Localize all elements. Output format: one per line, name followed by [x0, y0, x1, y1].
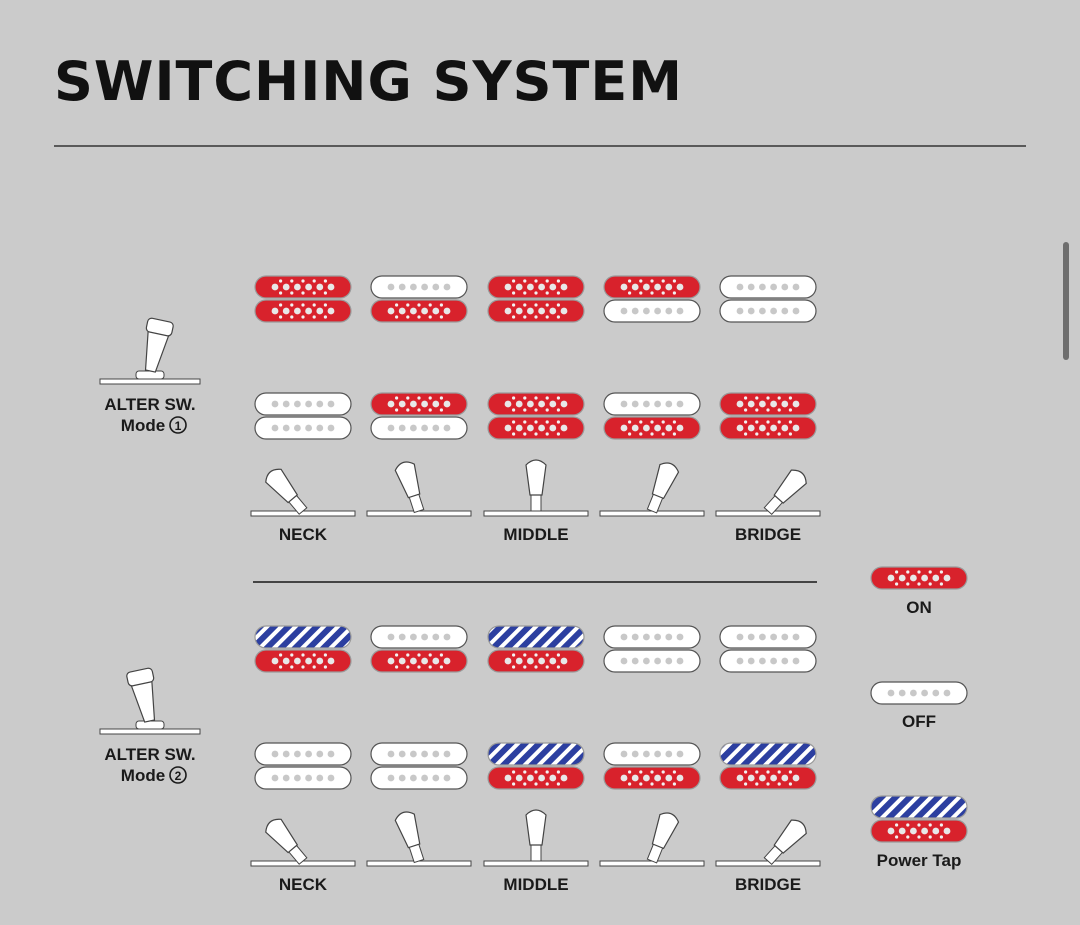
selector-switch-2-1 — [250, 818, 356, 867]
bridge-pickup-2-1 — [254, 742, 352, 790]
neck-pickup-2-3 — [487, 625, 585, 673]
neck-pickup-2-4 — [603, 625, 701, 673]
legend-tap-swatch — [870, 795, 968, 843]
alter-switch-icon-1 — [99, 317, 201, 385]
scrollbar[interactable] — [1063, 242, 1069, 360]
alter-switch-icon-2 — [99, 667, 201, 735]
page-title: SWITCHING SYSTEM — [54, 50, 683, 113]
position-label-2-5: BRIDGE — [735, 875, 801, 894]
bridge-pickup-2-5 — [719, 742, 817, 790]
title-divider — [54, 145, 1026, 147]
position-label-1-5: BRIDGE — [735, 525, 801, 544]
mode-label-2: Mode — [121, 766, 165, 785]
selector-switch-2-3 — [483, 809, 589, 867]
neck-pickup-2-2 — [370, 625, 468, 673]
section-divider — [253, 581, 817, 583]
mode-label-1: Mode — [121, 416, 165, 435]
position-label-2-1: NECK — [279, 875, 328, 894]
position-label-1-1: NECK — [279, 525, 328, 544]
bridge-pickup-1-3 — [487, 392, 585, 440]
selector-switch-2-4 — [599, 812, 705, 867]
selector-switch-1-1 — [250, 468, 356, 517]
legend-off-swatch — [870, 681, 968, 705]
selector-switch-1-4 — [599, 462, 705, 517]
mode-number-badge-2: 2 — [169, 766, 187, 784]
position-label-1-3: MIDDLE — [503, 525, 568, 544]
bridge-pickup-2-3 — [487, 742, 585, 790]
selector-switch-1-3 — [483, 459, 589, 517]
alter-switch-label-1: ALTER SW. — [104, 395, 195, 414]
neck-pickup-1-5 — [719, 275, 817, 323]
legend — [870, 566, 968, 843]
bridge-pickup-1-4 — [603, 392, 701, 440]
bridge-pickup-1-2 — [370, 392, 468, 440]
legend-on-swatch — [870, 566, 968, 590]
bridge-pickup-1-5 — [719, 392, 817, 440]
neck-pickup-1-3 — [487, 275, 585, 323]
neck-pickup-1-4 — [603, 275, 701, 323]
alter-switch-label-2: ALTER SW. — [104, 745, 195, 764]
neck-pickup-1-2 — [370, 275, 468, 323]
selector-switch-2-2 — [366, 811, 472, 867]
svg-text:1: 1 — [175, 419, 182, 433]
neck-pickup-1-1 — [254, 275, 352, 323]
bridge-pickup-1-1 — [254, 392, 352, 440]
position-label-2-3: MIDDLE — [503, 875, 568, 894]
legend-on-label: ON — [906, 598, 932, 617]
legend-off-label: OFF — [902, 712, 936, 731]
mode-number-badge-1: 1 — [169, 416, 187, 434]
svg-text:2: 2 — [175, 769, 182, 783]
bridge-pickup-2-4 — [603, 742, 701, 790]
neck-pickup-2-5 — [719, 625, 817, 673]
selector-switch-1-5 — [715, 469, 821, 517]
selector-switch-1-2 — [366, 461, 472, 517]
neck-pickup-2-1 — [254, 625, 352, 673]
bridge-pickup-2-2 — [370, 742, 468, 790]
legend-tap-label: Power Tap — [877, 851, 962, 870]
selector-switch-2-5 — [715, 819, 821, 867]
